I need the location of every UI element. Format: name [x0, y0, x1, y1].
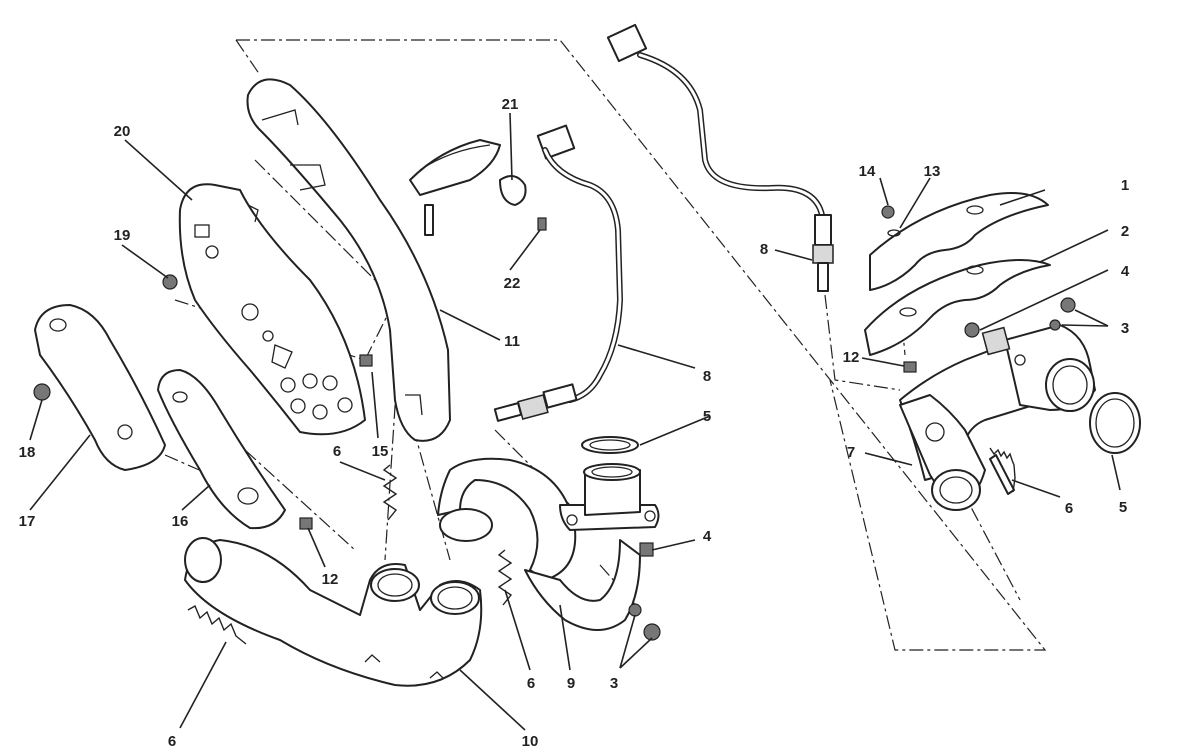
callout-5-right: 5	[1119, 499, 1127, 516]
callout-7: 7	[847, 444, 855, 461]
callout-3-right: 3	[1121, 320, 1129, 337]
heat-shield-small	[157, 354, 373, 530]
fasteners-left	[33, 274, 178, 401]
callout-18: 18	[19, 444, 36, 461]
nuts-middle	[628, 542, 661, 641]
callout-16: 16	[172, 513, 189, 530]
callout-14: 14	[859, 163, 876, 180]
outer-heat-shield	[34, 304, 166, 471]
callout-8-upper: 8	[760, 241, 768, 258]
leader-lines	[29, 112, 1121, 731]
callout-6-left: 6	[168, 733, 176, 750]
callout-labels: 1 2 3 3 4 4 5 5 6 6 6 6 7 8 8 9 10 11 12…	[19, 96, 1130, 750]
oxygen-sensor-lower	[493, 124, 624, 422]
callout-4-middle: 4	[703, 528, 712, 545]
nut-and-washer-right	[881, 205, 1076, 373]
heat-shield-middle-right	[864, 259, 1051, 356]
oxygen-sensor-upper	[606, 23, 834, 292]
callout-12-right: 12	[843, 349, 860, 366]
callout-6-right: 6	[1065, 500, 1073, 517]
callout-4-right: 4	[1121, 263, 1130, 280]
callout-10: 10	[522, 733, 539, 750]
callout-6-center: 6	[333, 443, 341, 460]
callout-22: 22	[504, 275, 521, 292]
callout-5-middle: 5	[703, 408, 711, 425]
header-pipe-right	[899, 324, 1096, 511]
callout-15: 15	[372, 443, 389, 460]
heat-shield-plate	[178, 183, 366, 436]
gasket-right	[1089, 392, 1141, 454]
lower-y-pipe	[184, 537, 483, 687]
callout-20: 20	[114, 123, 131, 140]
callout-8-lower: 8	[703, 368, 711, 385]
callout-11: 11	[504, 333, 520, 350]
callout-12-left: 12	[322, 571, 339, 588]
heat-shield-upper-right	[869, 192, 1049, 291]
callout-9: 9	[567, 675, 575, 692]
callout-17: 17	[19, 513, 36, 530]
callout-13: 13	[924, 163, 941, 180]
middle-s-pipe	[437, 457, 660, 631]
callout-3-middle: 3	[610, 675, 618, 692]
callout-2: 2	[1121, 223, 1129, 240]
springs	[187, 464, 513, 645]
callout-19: 19	[114, 227, 131, 244]
callout-6-middle: 6	[527, 675, 535, 692]
bracket-and-clip	[409, 139, 547, 236]
callout-21: 21	[502, 96, 519, 113]
spring-right	[989, 447, 1016, 495]
gasket-middle	[581, 436, 639, 454]
callout-1: 1	[1121, 177, 1129, 194]
heat-shield-upper	[246, 78, 451, 442]
